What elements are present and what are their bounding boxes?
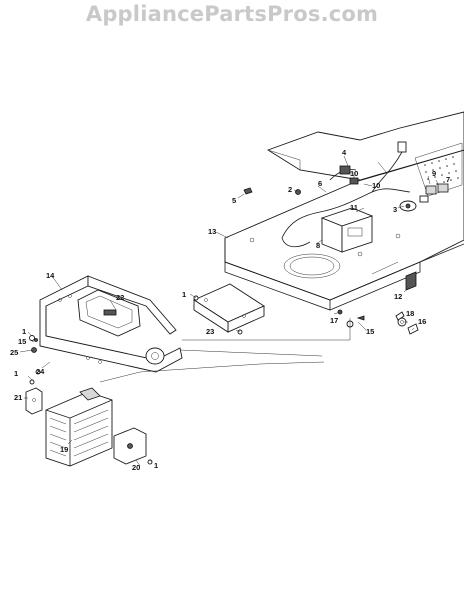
callout-6: 6: [318, 179, 322, 188]
bracket-23: [193, 283, 265, 333]
callout-7: 7: [446, 175, 450, 184]
callout-18: 18: [406, 309, 414, 318]
fuse-holder: [405, 271, 417, 291]
watermark: AppliancePartsPros.com: [85, 2, 379, 26]
callout-10: 10: [350, 169, 358, 178]
callout-10: 10: [372, 181, 380, 190]
callout-20: 20: [132, 463, 140, 472]
callout-19: 19: [60, 445, 68, 454]
leader-lines: [19, 155, 439, 467]
callout-24: 24: [36, 367, 45, 376]
bolt-5: [243, 187, 253, 195]
callout-4: 4: [342, 148, 347, 157]
callout-25: 25: [10, 348, 18, 357]
switch-cluster: [419, 183, 449, 203]
plate-22: [77, 289, 141, 337]
callout-2: 2: [288, 185, 292, 194]
callout-15: 15: [366, 327, 374, 336]
callout-13: 13: [208, 227, 216, 236]
front-bumper: [39, 275, 183, 373]
bracket-21: [25, 387, 43, 415]
ignition-switch: [399, 200, 417, 212]
bracket-20: [113, 427, 147, 465]
callout-17: 17: [330, 316, 338, 325]
callout-23: 23: [206, 327, 214, 336]
callout-21: 21: [14, 393, 22, 402]
callout-8: 8: [316, 241, 320, 250]
callout-1: 1: [14, 369, 18, 378]
callout-14: 14: [46, 271, 55, 280]
callout-22: 22: [116, 293, 124, 302]
callout-1: 1: [22, 327, 26, 336]
callout-15: 15: [18, 337, 26, 346]
battery: [320, 207, 374, 253]
callout-9: 9: [432, 169, 436, 178]
callout-16: 16: [418, 317, 426, 326]
callouts: 1 1 1 1 2 3 4 5 6 7 8 9 10 10 11 12 13 1…: [10, 148, 450, 472]
callout-12: 12: [394, 292, 402, 301]
callout-1: 1: [154, 461, 158, 470]
callout-5: 5: [232, 196, 236, 205]
callout-1: 1: [182, 290, 186, 299]
grille-guard: [45, 387, 113, 467]
callout-11: 11: [350, 203, 358, 212]
callout-3: 3: [393, 205, 397, 214]
perforated-panel: [414, 142, 463, 197]
wiring-harness: [281, 141, 411, 248]
